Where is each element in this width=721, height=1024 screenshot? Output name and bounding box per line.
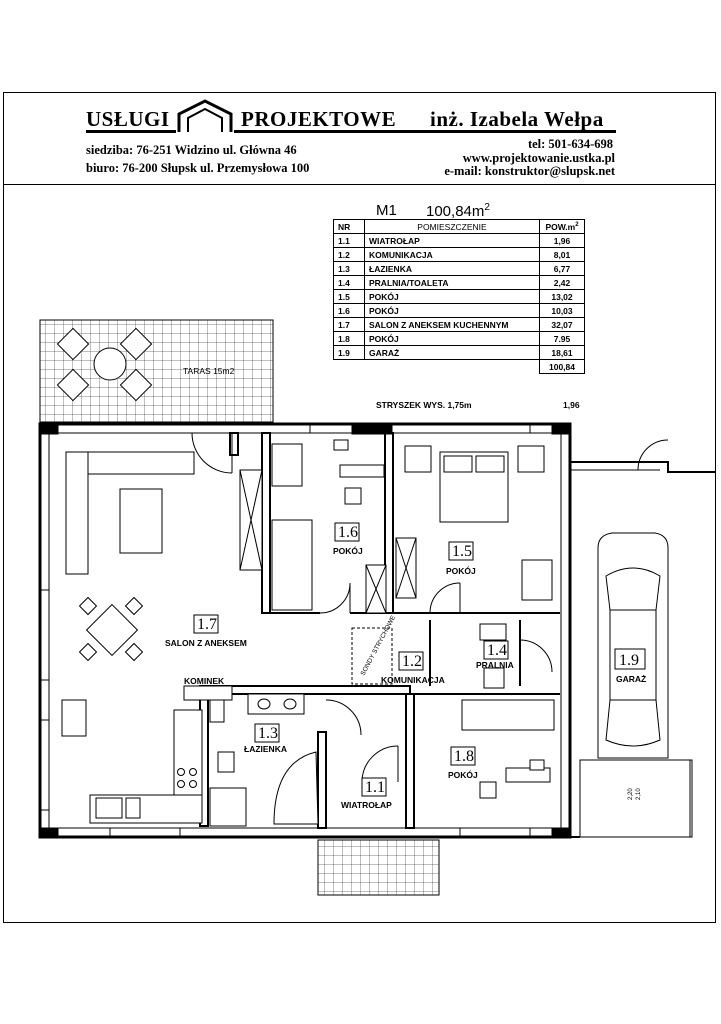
room-name: POKÓJ [333,545,363,556]
seat-address: siedziba: 76-251 Widzino ul. Główna 46 [86,143,297,157]
garage-walls [570,461,716,838]
room-name: POKÓJ [446,565,476,576]
laundry-fixtures [479,623,507,689]
room-label-1-3: 1.3 ŁAZIENKA [244,723,287,754]
sofa-icon [65,451,195,575]
room-name: ŁAZIENKA [244,744,287,754]
col-area-label: POW.m [545,221,576,232]
window-markers [40,424,531,837]
room-number: 1.4 [487,642,507,659]
dining-table-icon [78,596,144,662]
house-logo-icon [177,99,233,132]
room-name: POKÓJ [448,769,478,780]
wardrobe-icons [239,469,417,614]
room-label-1-7: 1.7 SALON Z ANEKSEM [165,614,247,648]
room-number: 1.9 [619,652,639,669]
terrace-furniture [56,327,153,402]
author-name: inż. Izabela Wełpa [430,107,604,131]
header-divider [3,184,716,185]
room-number: 1.3 [258,725,278,742]
room-label-1-6: 1.6 POKÓJ [333,522,363,556]
drawing-frame [3,92,716,923]
room-number: 1.1 [365,779,385,796]
room-name: WIATROŁAP [341,800,392,810]
room-number: 1.5 [452,543,472,560]
door-swings [191,432,669,783]
fireplace-icon [183,685,233,701]
company-title-right: PROJEKTOWE [241,107,397,131]
table-total-area: 100,84 [539,359,585,374]
total-area-value: 100,84m [426,203,485,220]
room-label-1-4: 1.4 PRALNIA [476,640,514,670]
room-number: 1.2 [402,653,422,670]
wall-corner-markers [39,423,571,839]
garage-dimension-a: 2,20 [628,788,634,800]
exterior-walls [38,422,572,839]
double-bed-icon [404,445,553,601]
attic-area: 1,96 [563,400,580,410]
car-icon [597,532,669,759]
table-total-row: 100,84 [334,359,585,374]
room-label-1-1: 1.1 WIATROŁAP [341,777,392,810]
room-1-8-furniture [461,699,555,799]
total-area-unit-sup: 2 [484,202,490,213]
website: www.projektowanie.ustka.pl [462,151,615,165]
col-area-sup: 2 [575,221,579,228]
room-number: 1.7 [197,616,217,633]
room-label-1-2: 1.2 KOMUNIKACJA [381,651,445,685]
garage-dimension-b: 2,10 [636,788,642,800]
room-name: KOMUNIKACJA [381,675,445,685]
room-name: SALON Z ANEKSEM [165,638,247,648]
title-underline-left [86,130,176,133]
title-underline-right [234,130,616,133]
room-name: GARAŻ [616,674,646,684]
fireplace-label: KOMINEK [184,676,225,686]
total-area-heading: 100,84m2 [426,202,490,220]
room-label-1-5: 1.5 POKÓJ [446,541,476,576]
room-number: 1.6 [338,524,358,541]
room-name: PRALNIA [476,660,514,670]
terrace-label: TARAS 15m2 [183,366,235,376]
bathroom-fixtures [209,693,319,827]
entrance-paving [317,839,440,896]
office-address: biuro: 76-200 Słupsk ul. Przemysłowa 100 [86,161,310,175]
room-1-6-furniture [271,439,385,611]
kitchen-counter-icon [61,699,203,824]
phone-number: tel: 501-634-698 [527,137,613,151]
room-label-1-8: 1.8 POKÓJ [448,746,478,780]
email-address: e-mail: konstruktor@slupsk.net [444,164,615,178]
model-label: M1 [376,202,397,219]
chimney-icon [351,627,393,685]
company-title-left: USŁUGI [86,107,170,131]
room-label-1-9: 1.9 GARAŻ [614,648,646,684]
attic-label: STRYSZEK WYS. 1,75m [376,400,472,410]
room-number: 1.8 [454,748,474,765]
